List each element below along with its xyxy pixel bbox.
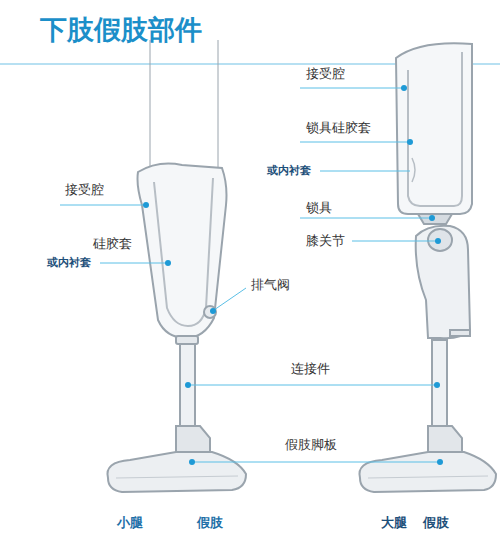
leader-dots [143,85,443,465]
part-label: 排气阀 [250,277,291,293]
below-knee-prosthesis [107,40,246,492]
part-label: 假肢脚板 [284,437,338,453]
alt-part-label: 或内衬套 [266,163,312,179]
part-label: 锁具 [305,200,333,216]
diagram-title: 下肢假肢部件 [40,14,202,46]
figure-caption: 假肢 [196,515,224,531]
part-label: 膝关节 [305,233,346,249]
above-knee-prosthesis [359,43,496,492]
alt-part-label: 或内衬套 [46,255,92,271]
part-label: 锁具硅胶套 [305,120,372,136]
figure-caption: 假肢 [422,515,450,531]
part-label: 接受腔 [305,66,346,82]
part-label: 硅胶套 [92,236,133,252]
part-label: 接受腔 [64,182,105,198]
leader-lines [60,88,440,462]
figure-caption: 大腿 [380,515,408,531]
figure-caption: 小腿 [116,515,144,531]
part-label: 连接件 [290,361,331,377]
